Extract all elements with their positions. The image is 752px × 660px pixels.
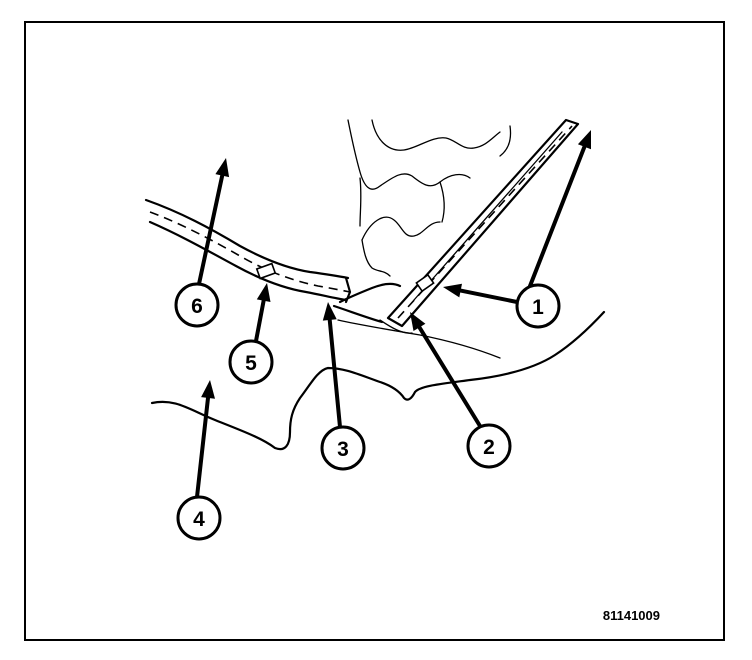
- callout-3-label: 3: [337, 438, 349, 461]
- callout-2-label: 2: [483, 436, 495, 459]
- rear-weatherstrip: [386, 118, 580, 328]
- leader-2-line: [417, 325, 482, 428]
- leader-3-arrowhead: [322, 302, 337, 321]
- figure-id-label: 81141009: [603, 608, 660, 623]
- leader-4-line: [195, 395, 211, 499]
- callout-4-label: 4: [193, 508, 205, 531]
- leader-2-arrowhead: [410, 312, 426, 331]
- leader-1a-arrowhead: [577, 130, 591, 150]
- leader-1b-line: [458, 288, 519, 304]
- retainer-clip-lower: [255, 262, 277, 280]
- callout-1: 1: [515, 283, 561, 329]
- callout-4: 4: [176, 495, 222, 541]
- callout-leaders: [195, 130, 591, 499]
- callout-5: 5: [228, 339, 274, 385]
- callout-1-label: 1: [532, 296, 544, 319]
- leader-1b-arrowhead: [443, 283, 462, 298]
- leader-5-arrowhead: [256, 283, 271, 302]
- callout-6-label: 6: [191, 295, 203, 318]
- leader-1a-line: [528, 144, 587, 288]
- retainer-clip-upper: [415, 273, 435, 293]
- leader-3-line: [327, 317, 342, 429]
- leader-4-arrowhead: [201, 380, 215, 399]
- leader-5-line: [254, 298, 266, 343]
- callout-5-label: 5: [245, 352, 257, 375]
- body-contour: [347, 119, 512, 277]
- leader-6-arrowhead: [215, 158, 230, 178]
- leader-6-line: [197, 173, 225, 286]
- front-weatherstrip: [144, 198, 352, 304]
- floor-panel-outline: [150, 310, 606, 451]
- figure-frame: [24, 21, 725, 641]
- strip-joint: [332, 282, 402, 324]
- callout-3: 3: [320, 425, 366, 471]
- callout-6: 6: [174, 282, 220, 328]
- callout-2: 2: [466, 423, 512, 469]
